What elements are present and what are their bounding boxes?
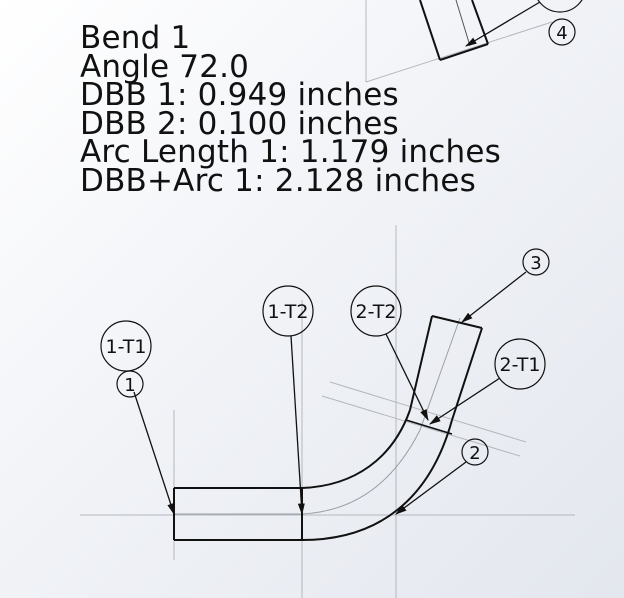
leader-2-t1 — [429, 377, 501, 425]
balloon-1: 1 — [116, 370, 144, 398]
tube-straight-2-right — [451, 327, 483, 421]
balloon-2-t2: 2-T2 — [350, 285, 402, 337]
tube-tangent-2 — [405, 419, 453, 435]
leader-2 — [395, 461, 467, 515]
construction-line-diagonal-a — [329, 381, 527, 443]
bend-title: Bend 1 — [80, 20, 191, 56]
tube-centerline — [174, 317, 461, 515]
leader-2-t2 — [385, 333, 429, 422]
balloon-1-t2-label: 1-T2 — [268, 301, 309, 323]
balloons: 1-T1 1 1-T2 2-T2 2-T1 2 3 4 — [100, 0, 583, 466]
construction-line-top-diagonal — [365, 21, 553, 83]
construction-lines — [80, 0, 575, 598]
balloon-3: 3 — [522, 248, 550, 276]
balloon-2-t1-label: 2-T1 — [500, 354, 541, 376]
tube-outline — [173, 315, 483, 541]
bend-info-block: Bend 1 Angle 72.0 DBB 1: 0.949 inches DB… — [80, 20, 501, 199]
balloon-3-label: 3 — [530, 253, 541, 274]
dbb-arc-1: DBB+Arc 1: 2.128 inches — [80, 162, 476, 199]
balloon-2: 2 — [461, 438, 489, 466]
balloon-4-label: 4 — [556, 23, 567, 44]
balloon-1-t2: 1-T2 — [262, 285, 314, 337]
dbb-1: DBB 1: 0.949 inches — [80, 77, 399, 114]
leader-1-t2 — [290, 335, 305, 516]
balloon-2-t2-label: 2-T2 — [356, 301, 397, 323]
balloon-2-label: 2 — [469, 443, 480, 464]
balloon-2-t1: 2-T1 — [494, 338, 546, 390]
bend-angle: Angle 72.0 — [80, 48, 250, 85]
tube-bend-outer — [301, 419, 453, 541]
balloon-4: 4 — [548, 18, 576, 46]
tube-straight-2-left — [409, 315, 433, 411]
balloon-1-t1-label: 1-T1 — [106, 336, 147, 358]
balloon-1-t1: 1-T1 — [100, 320, 152, 372]
leader-3 — [461, 271, 527, 323]
dbb-2: DBB 2: 0.100 inches — [80, 105, 399, 142]
tube-end-top — [431, 315, 483, 329]
leader-1 — [133, 391, 175, 516]
leader-4 — [464, 1, 541, 47]
tube-bend-inner — [301, 409, 411, 489]
arc-length-1: Arc Length 1: 1.179 inches — [80, 134, 501, 171]
balloon-1-label: 1 — [124, 375, 135, 396]
balloon-partial-top — [537, 0, 583, 13]
leader-lines — [133, 1, 541, 516]
tube-outline-top-partial — [419, 0, 489, 61]
